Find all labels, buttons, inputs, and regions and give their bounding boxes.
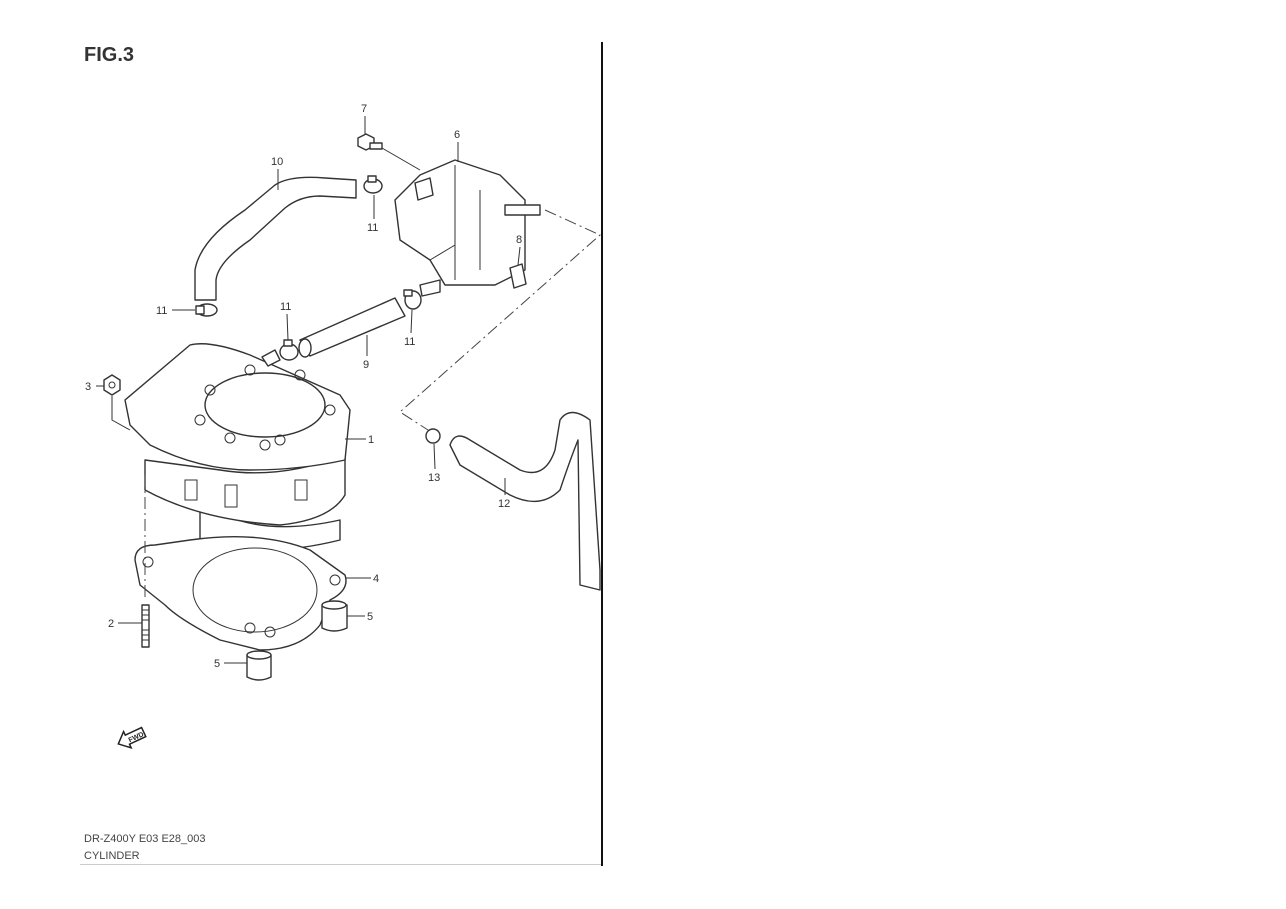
callout-label: 3 [85,381,91,393]
page-divider [601,42,603,866]
clamp-part[interactable] [195,303,218,317]
callout-label: 11 [404,336,415,348]
cylinder-part[interactable] [124,343,351,551]
stud-bolt-part[interactable] [141,604,150,648]
callout-label: 11 [280,301,291,313]
callout-label: 11 [367,222,378,234]
air-valve-part[interactable] [394,159,541,297]
forward-arrow-icon: FWD [117,726,147,750]
callout-label: 6 [454,129,460,141]
callout-label: 5 [367,611,373,623]
hose-part[interactable] [449,411,601,591]
figure-title: FIG.3 [84,44,135,66]
clamp-part[interactable] [363,175,383,194]
callout-label: 11 [156,305,167,317]
figure-name: CYLINDER [84,850,140,862]
callout-label: 13 [428,472,440,484]
callout-label: 1 [368,434,374,446]
callout-label: 2 [108,618,114,630]
routing-line [399,209,601,431]
callout-label: 12 [498,498,510,510]
dowel-part[interactable] [321,600,348,632]
clamp-part[interactable] [279,339,299,361]
callout-label: 5 [214,658,220,670]
ring-part[interactable] [425,428,441,444]
hose-part[interactable] [299,297,406,357]
callout-label: 10 [271,156,283,168]
hose-part[interactable] [194,176,357,301]
callout-label: 8 [516,234,522,246]
leader-lines [96,116,521,664]
bolt-part[interactable] [357,133,383,151]
gasket-part[interactable] [134,535,347,651]
grommet-part[interactable] [509,263,527,289]
clamp-part[interactable] [403,289,422,310]
dowel-part[interactable] [246,650,272,681]
bottom-rule [80,864,601,865]
callout-label: 9 [363,359,369,371]
model-code: DR-Z400Y E03 E28_003 [84,833,206,845]
nut-part[interactable] [103,374,121,396]
callout-label: 7 [361,103,367,115]
callout-label: 4 [373,573,379,585]
